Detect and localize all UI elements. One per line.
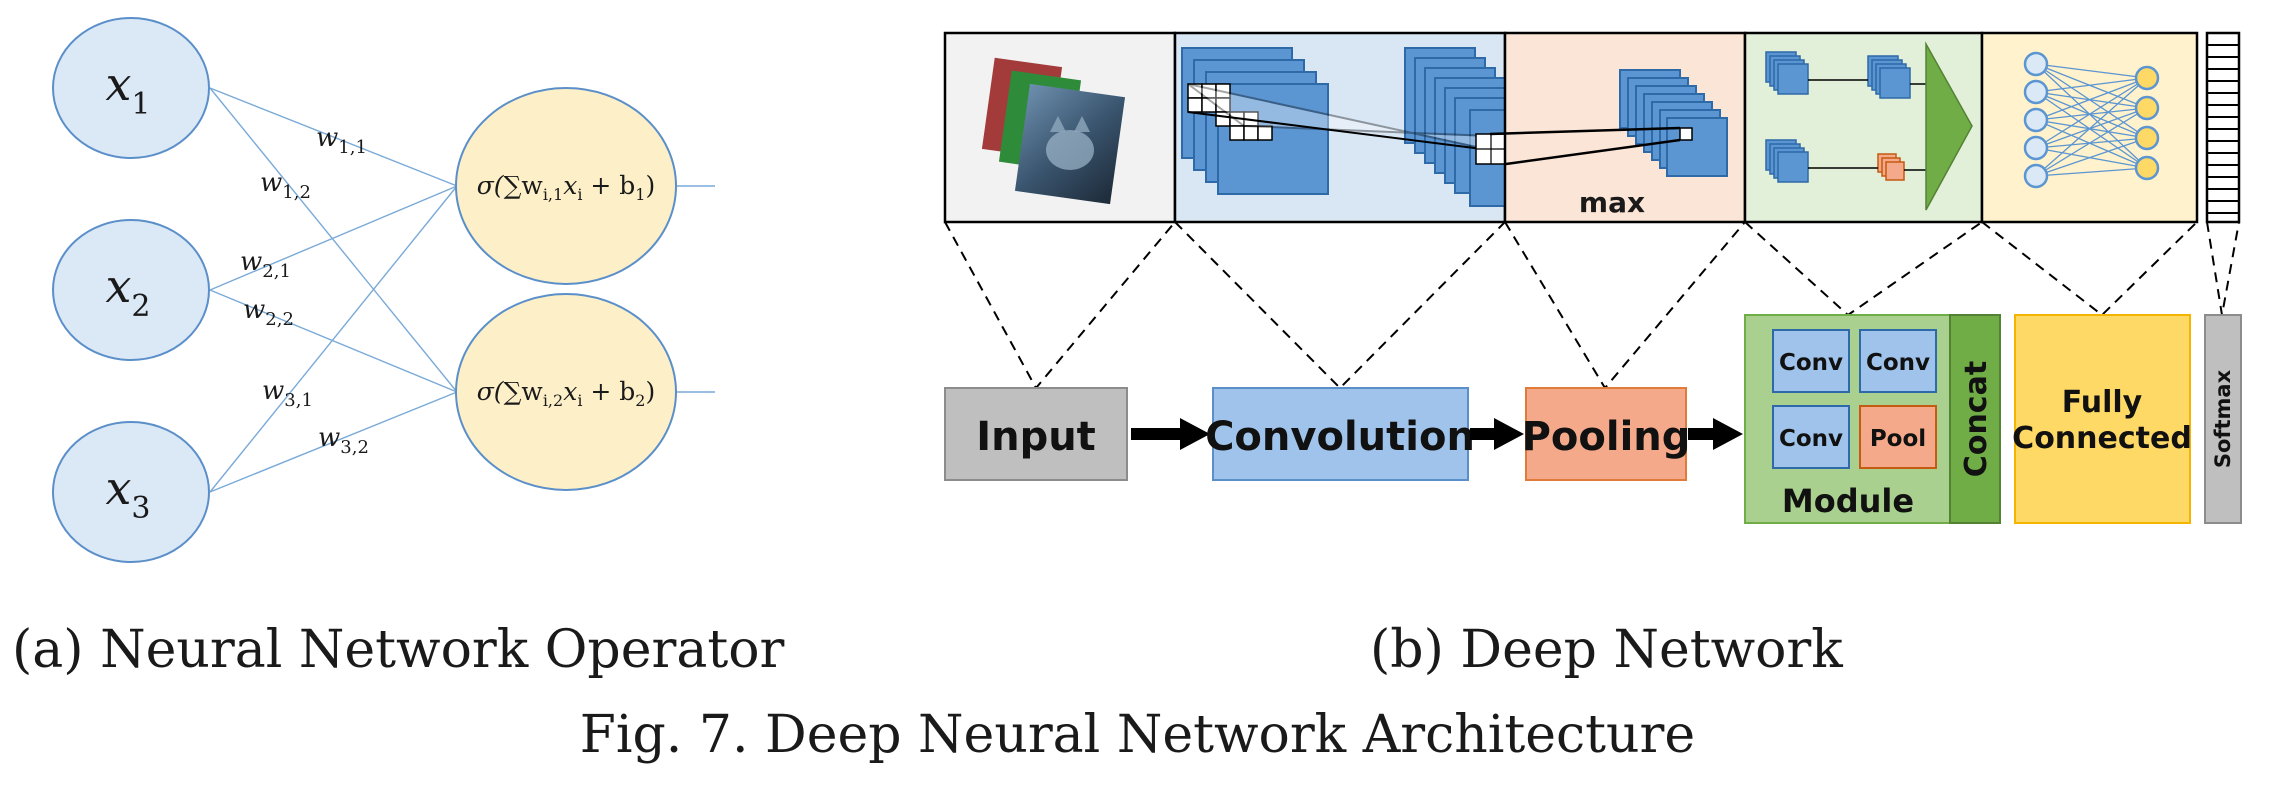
arrow-input-to-conv (1131, 418, 1210, 450)
module-block: Conv Conv Conv Pool Module (1744, 314, 1951, 524)
weight-label-3-2: w3,2 (318, 423, 369, 458)
arrow-pool-to-module (1688, 418, 1743, 450)
input-neuron-1: x1 (52, 17, 210, 159)
pool-projection-bottom (1505, 138, 1681, 166)
bottom-flow: Input Convolution Pooling (944, 314, 2242, 524)
edge-x2-op2 (209, 289, 458, 393)
svg-text:x2: x2 (105, 259, 150, 324)
weight-label-3-1: w3,1 (262, 376, 313, 411)
module-mini-diagram (1765, 41, 1973, 211)
edge-x3-op2 (209, 391, 458, 493)
svg-text:Softmax: Softmax (2211, 369, 2235, 468)
weight-label-1-1: w1,1 (316, 123, 367, 158)
weight-label-2-2: w2,2 (243, 295, 294, 330)
svg-text:x1: x1 (105, 57, 150, 122)
module-pool (1859, 405, 1937, 469)
module-conv-2 (1859, 329, 1937, 393)
svg-text:Connected: Connected (2012, 421, 2192, 456)
edge-x2-op1 (209, 185, 458, 291)
input-neuron-2: x2 (52, 219, 210, 361)
max-label: max (1579, 186, 1645, 219)
svg-text:Input: Input (976, 414, 1096, 460)
svg-text:σ(∑wi,1xi + b1): σ(∑wi,1xi + b1) (477, 171, 656, 204)
figure-caption: Fig. 7. Deep Neural Network Architecture (579, 705, 1696, 765)
edge-x1-op2 (209, 87, 458, 393)
svg-text:Conv: Conv (1866, 350, 1930, 376)
svg-text:Concat: Concat (1959, 361, 1994, 477)
edge-x3-op1 (209, 185, 458, 493)
fully-connected-block: Fully Connected (2012, 314, 2192, 524)
concat-triangle-icon (1925, 41, 1973, 211)
top-strip: max (943, 31, 2241, 224)
module-conv-3 (1772, 405, 1850, 469)
caption-b: (b) Deep Network (1370, 620, 1843, 680)
svg-text:Pooling: Pooling (1522, 414, 1691, 460)
arrow-conv-to-pool (1470, 418, 1524, 450)
cat-image-stack (981, 57, 1126, 205)
module-label: Module (1782, 482, 1914, 520)
svg-text:x3: x3 (105, 461, 150, 526)
panel-fully-connected (1980, 31, 2199, 224)
weight-label-1-2: w1,2 (260, 168, 311, 203)
module-conv-1 (1772, 329, 1850, 393)
svg-text:σ(∑wi,2xi + b2): σ(∑wi,2xi + b2) (477, 377, 656, 410)
svg-text:Conv: Conv (1779, 350, 1843, 376)
panel-softmax-strip (2205, 31, 2241, 224)
operator-neuron-1: σ(∑wi,1xi + b1) (455, 87, 677, 285)
svg-text:Fully: Fully (2062, 385, 2143, 420)
concat-block: Concat (1949, 314, 2001, 524)
operator-neuron-2: σ(∑wi,2xi + b2) (455, 293, 677, 491)
fc-network-diagram (2023, 51, 2160, 189)
pool-projection-top (1489, 126, 1681, 136)
edge-x1-op1 (209, 87, 458, 187)
svg-text:Pool: Pool (1870, 426, 1926, 452)
softmax-block: Softmax (2204, 314, 2242, 524)
deep-network: max (943, 31, 2242, 524)
caption-a: (a) Neural Network Operator (12, 620, 785, 680)
pooling-block: Pooling (1522, 387, 1691, 481)
svg-text:Conv: Conv (1779, 426, 1843, 452)
weight-label-2-1: w2,1 (240, 247, 291, 282)
convolution-block: Convolution (1205, 387, 1475, 481)
weight-edges (209, 87, 715, 493)
input-neuron-3: x3 (52, 421, 210, 563)
svg-text:Convolution: Convolution (1205, 414, 1475, 460)
neural-network-operator: x1 x2 x3 σ(∑wi,1xi + b1) σ(∑wi,2xi + b2)… (52, 17, 715, 563)
input-block: Input (944, 387, 1128, 481)
conv-kernel-grid (1187, 83, 1273, 141)
